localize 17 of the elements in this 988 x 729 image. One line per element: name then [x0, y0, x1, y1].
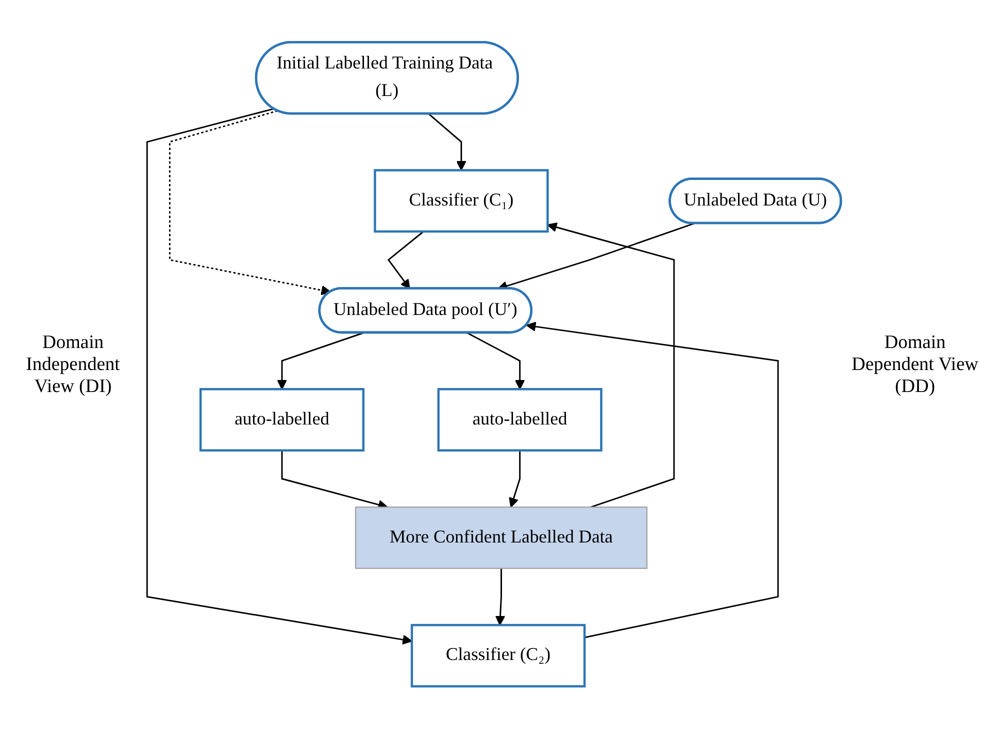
view-label: Domain Dependent View (DD): [850, 332, 980, 398]
node-box: auto-labelled: [437, 388, 602, 452]
view-label: Domain Independent View (DI): [25, 332, 121, 398]
arrow: [495, 568, 506, 626]
arrow: [526, 322, 779, 639]
arrow: [277, 332, 364, 390]
node-box: Classifier (C₂): [410, 624, 586, 688]
arrow: [428, 114, 466, 171]
node-box: More Confident Labelled Data: [355, 506, 648, 570]
arrow: [387, 231, 424, 290]
arrow: [467, 332, 525, 390]
arrow: [146, 108, 412, 645]
arrow: [547, 222, 675, 508]
arrow: [508, 450, 521, 508]
node-box: Classifier (C₁): [374, 169, 549, 233]
node-box: auto-labelled: [199, 388, 364, 452]
arrow: [169, 110, 331, 296]
